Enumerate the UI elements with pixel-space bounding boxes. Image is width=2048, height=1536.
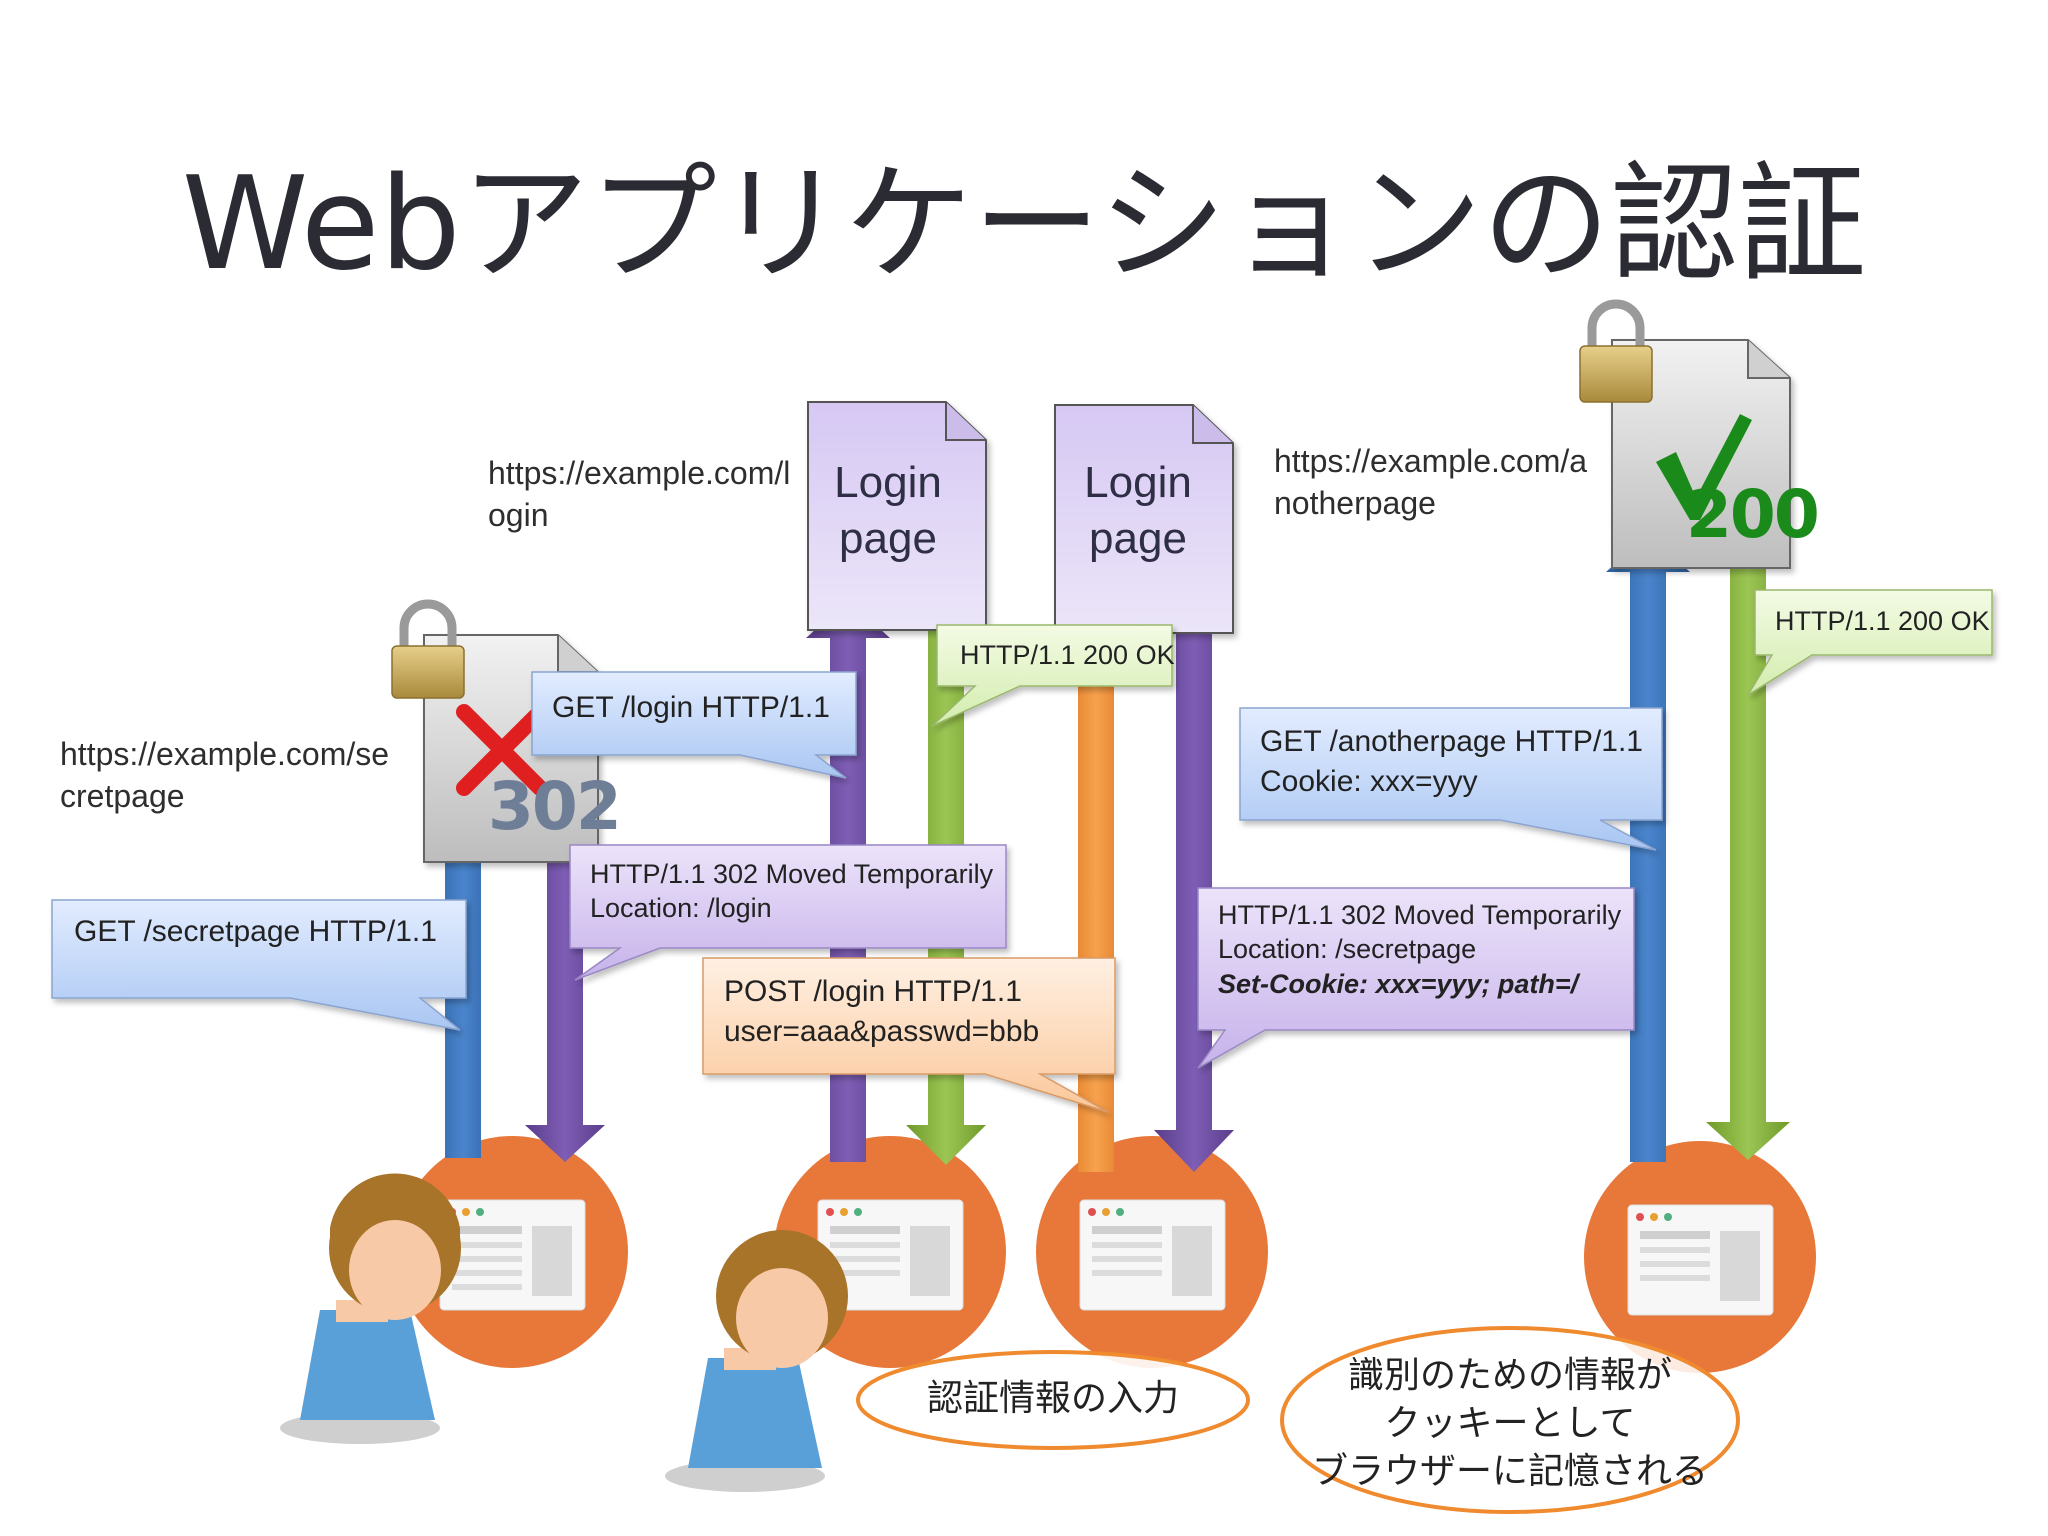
msg-set-cookie: Set-Cookie: xxx=yyy; path=/ xyxy=(1218,969,1579,999)
note-cookie: 識別のための情報が クッキーとして ブラウザーに記憶される xyxy=(1311,1355,1708,1492)
bubble-post-login xyxy=(702,957,1116,1113)
browser-1 xyxy=(396,1136,628,1368)
bubble-200-anotherpage xyxy=(1747,589,1993,696)
arrow-post-login xyxy=(1058,582,1134,1172)
msg-get-login: GET /login HTTP/1.1 xyxy=(552,691,830,724)
msg-post-login-request: POST /login HTTP/1.1 xyxy=(724,975,1022,1008)
cookie-note-outline xyxy=(1280,1326,1740,1514)
msg-200-login: HTTP/1.1 200 OK xyxy=(960,640,1175,670)
browser-3 xyxy=(1036,1136,1268,1368)
cross-icon xyxy=(456,704,548,796)
bubble-302-secretpage xyxy=(1197,887,1635,1069)
user-icon xyxy=(665,1230,848,1492)
arrow-200-anotherpage xyxy=(1706,560,1790,1160)
bubble-302-login xyxy=(569,844,1007,981)
lock-icon xyxy=(391,599,465,699)
msg-302-login-status: HTTP/1.1 302 Moved Temporarily xyxy=(590,859,994,889)
lock-icon xyxy=(1579,299,1653,403)
user-icon xyxy=(280,1173,461,1444)
arrow-302-login xyxy=(525,830,605,1162)
msg-post-login-body: user=aaa&passwd=bbb xyxy=(724,1015,1040,1048)
status-302: 302 xyxy=(488,768,622,845)
msg-get-anotherpage: GET /anotherpage HTTP/1.1 xyxy=(1260,725,1643,758)
url-secretpage: https://example.com/secretpage xyxy=(60,736,390,814)
document-icon xyxy=(1611,339,1791,569)
msg-200-anotherpage: HTTP/1.1 200 OK xyxy=(1775,606,1990,636)
status-200: 200 xyxy=(1686,476,1820,553)
checkmark-icon xyxy=(1656,414,1752,520)
bubble-get-login xyxy=(531,671,857,779)
login-page-label-2: Login page xyxy=(1084,458,1192,563)
document-icon xyxy=(807,401,987,631)
anotherpage-document xyxy=(1611,339,1791,569)
msg-get-secretpage: GET /secretpage HTTP/1.1 xyxy=(74,915,437,948)
login-document-1 xyxy=(807,401,987,631)
bubble-get-secretpage xyxy=(51,899,467,1031)
document-icon xyxy=(1054,404,1234,634)
browser-4 xyxy=(1584,1141,1816,1373)
login-page-label-1: Login page xyxy=(834,458,942,563)
login-document-2 xyxy=(1054,404,1234,634)
msg-302-login-location: Location: /login xyxy=(590,893,772,923)
bubble-200-login xyxy=(931,624,1173,727)
page-title: Webアプリケーションの認証 xyxy=(181,150,1867,299)
note-credentials: 認証情報の入力 xyxy=(926,1378,1179,1419)
url-anotherpage: https://example.com/anotherpage xyxy=(1274,443,1588,521)
msg-302-secret-status: HTTP/1.1 302 Moved Temporarily xyxy=(1218,900,1622,930)
url-login: https://example.com/login xyxy=(488,455,791,533)
credentials-note-outline xyxy=(856,1350,1250,1450)
msg-cookie-header: Cookie: xxx=yyy xyxy=(1260,765,1478,798)
bubble-get-anotherpage xyxy=(1239,707,1663,851)
arrow-302-secretpage xyxy=(1154,598,1234,1172)
msg-302-secret-location: Location: /secretpage xyxy=(1218,934,1477,964)
